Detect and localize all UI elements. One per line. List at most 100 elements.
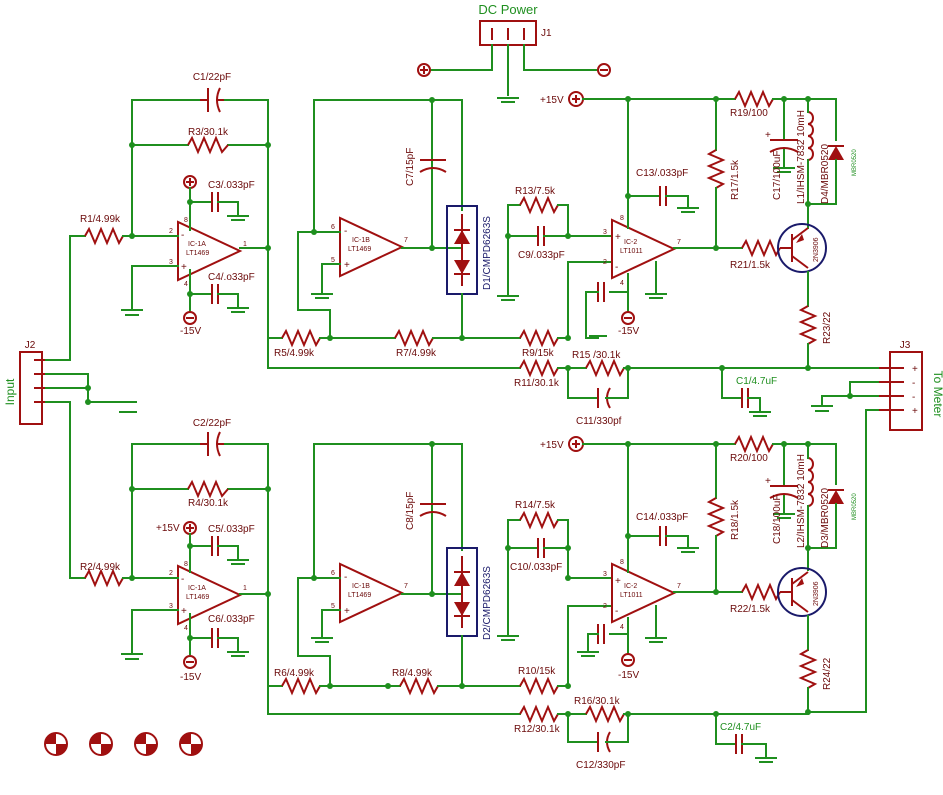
svg-text:R13/7.5k: R13/7.5k	[515, 186, 556, 197]
svg-text:-: -	[344, 572, 347, 583]
r9-resistor: R9/15k	[519, 328, 559, 359]
r18-resistor: R18/1.5k	[706, 443, 741, 593]
svg-text:-: -	[912, 378, 915, 389]
svg-text:5: 5	[331, 257, 335, 264]
svg-text:L1/IHSM-7832 10mH: L1/IHSM-7832 10mH	[796, 110, 807, 204]
svg-text:LT1469: LT1469	[348, 246, 371, 253]
svg-text:5: 5	[331, 603, 335, 610]
svg-text:+15V: +15V	[156, 523, 180, 534]
pos15-rail-2: +15V C14/.033pF	[540, 436, 736, 573]
svg-text:+15V: +15V	[540, 440, 564, 451]
svg-text:C2/22pF: C2/22pF	[193, 418, 231, 429]
svg-text:R16/30.1k: R16/30.1k	[574, 696, 621, 707]
svg-text:2: 2	[169, 228, 173, 235]
svg-text:LT1011: LT1011	[620, 592, 643, 599]
pos-supply-terminal-icon	[417, 63, 431, 77]
svg-text:R11/30.1k: R11/30.1k	[514, 378, 560, 389]
svg-text:R21/1.5k: R21/1.5k	[730, 260, 771, 271]
svg-text:D4/MBR0520: D4/MBR0520	[820, 144, 831, 204]
c6-capacitor: -15V C6/.033pF	[180, 613, 255, 683]
svg-text:4: 4	[184, 625, 188, 632]
r10-resistor: R10/15k	[518, 666, 559, 696]
r19-resistor: R19/100	[730, 89, 774, 119]
mounting-hole-icon	[89, 732, 113, 756]
svg-text:+: +	[912, 406, 918, 417]
svg-text:8: 8	[620, 215, 624, 222]
svg-text:C3/.033pF: C3/.033pF	[208, 180, 255, 191]
svg-text:4: 4	[184, 281, 188, 288]
c1-capacitor: C1/22pF	[193, 72, 231, 113]
r8-resistor: R8/4.99k	[392, 668, 439, 696]
ic2-comparator-2: IC-2 LT1011 + - 3 2 7 8 4	[603, 559, 743, 631]
q1-transistor: 2N3906	[777, 223, 827, 273]
j3-label: J3	[900, 340, 911, 351]
svg-text:IC-2: IC-2	[624, 583, 637, 590]
svg-text:+: +	[912, 364, 918, 375]
svg-text:C5/.033pF: C5/.033pF	[208, 524, 255, 535]
svg-text:R10/15k: R10/15k	[518, 666, 556, 677]
q2-transistor: 2N3906	[777, 567, 827, 617]
svg-text:R12/30.1k: R12/30.1k	[514, 724, 561, 735]
svg-text:-15V: -15V	[180, 326, 201, 337]
svg-text:-: -	[344, 226, 347, 237]
svg-text:7: 7	[404, 583, 408, 590]
svg-text:IC-1A: IC-1A	[188, 585, 206, 592]
r12-resistor: R12/30.1k	[514, 704, 561, 735]
svg-text:R18/1.5k: R18/1.5k	[730, 499, 741, 540]
svg-text:C7/15pF: C7/15pF	[405, 148, 416, 186]
r13-resistor: R13/7.5k	[515, 186, 559, 215]
svg-text:R8/4.99k: R8/4.99k	[392, 668, 433, 679]
svg-text:C6/.033pF: C6/.033pF	[208, 614, 255, 625]
svg-text:IC-1B: IC-1B	[352, 237, 370, 244]
svg-text:4: 4	[620, 624, 624, 631]
svg-text:MBR0520: MBR0520	[852, 493, 858, 520]
mounting-hole-icon	[134, 732, 158, 756]
output-connector: J3 To Meter + - - +	[807, 340, 943, 713]
svg-text:D3/MBR0520: D3/MBR0520	[820, 488, 831, 548]
svg-text:R24/22: R24/22	[822, 657, 833, 690]
r16-resistor: R16/30.1k	[574, 696, 625, 724]
channel-1: C1/22pF R3/30.1k R1/4.99k IC-1A LT1469 -…	[69, 72, 858, 427]
channel-2: C2/22pF R4/30.1k R2/4.99k IC-1A LT1469 -…	[80, 418, 858, 771]
svg-text:+: +	[615, 232, 621, 243]
svg-text:-15V: -15V	[180, 672, 201, 683]
svg-text:C1/22pF: C1/22pF	[193, 72, 231, 83]
svg-text:2N3906: 2N3906	[813, 581, 820, 606]
r14-resistor: R14/7.5k	[515, 500, 559, 530]
svg-text:3: 3	[603, 229, 607, 236]
j1-label: J1	[541, 28, 552, 39]
svg-text:6: 6	[331, 224, 335, 231]
r11-resistor: R11/30.1k	[514, 358, 560, 389]
svg-text:R2/4.99k: R2/4.99k	[80, 562, 121, 573]
svg-text:R22/1.5k: R22/1.5k	[730, 604, 771, 615]
svg-text:R4/30.1k: R4/30.1k	[188, 498, 229, 509]
dc-power-connector: DC Power J1	[417, 2, 611, 103]
svg-text:R5/4.99k: R5/4.99k	[274, 348, 315, 359]
c12-label: C12/330pF	[576, 760, 625, 771]
ic1a-opamp-2: IC-1A LT1469 - + 2 3 1 8 4	[121, 561, 271, 660]
c9-label: C9/.033pF	[518, 250, 565, 261]
c8-capacitor: C8/15pF	[405, 492, 447, 530]
j2-label: J2	[25, 340, 36, 351]
ic1b-opamp-2: IC-1B LT1469 - + 6 5 7	[297, 443, 463, 687]
svg-text:C1/4.7uF: C1/4.7uF	[736, 376, 777, 387]
d4-diode: D4/MBR0520 MBR0520	[805, 98, 858, 207]
svg-text:LT1011: LT1011	[620, 248, 643, 255]
r3-resistor: R3/30.1k	[187, 127, 229, 155]
r22-resistor: R22/1.5k	[730, 582, 781, 615]
svg-text:-: -	[615, 262, 618, 273]
c7-capacitor: C7/15pF	[405, 148, 447, 186]
svg-text:L2/IHSM-7832 10mH: L2/IHSM-7832 10mH	[796, 454, 807, 548]
ic2-comparator: IC-2 LT1011 + - 3 2 7 8 4	[603, 215, 743, 287]
svg-text:IC-1B: IC-1B	[352, 583, 370, 590]
svg-text:D2/CMPD6263S: D2/CMPD6263S	[482, 566, 493, 640]
svg-text:1: 1	[243, 585, 247, 592]
svg-text:R1/4.99k: R1/4.99k	[80, 214, 121, 225]
svg-text:8: 8	[184, 561, 188, 568]
neg-supply-terminal-icon	[597, 63, 611, 77]
svg-text:3: 3	[169, 259, 173, 266]
svg-text:+: +	[765, 476, 771, 487]
output-label: To Meter	[931, 371, 943, 418]
svg-text:7: 7	[677, 239, 681, 246]
j3-body	[889, 351, 923, 431]
